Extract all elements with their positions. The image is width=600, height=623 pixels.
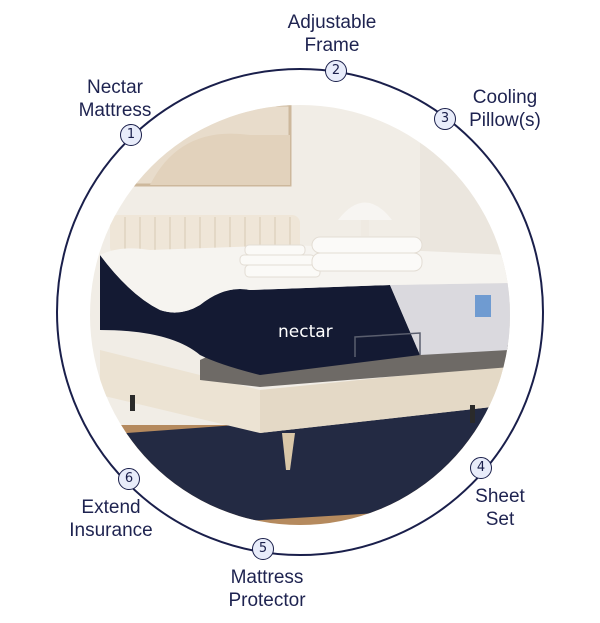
- item-6-label: Extend Insurance: [56, 496, 166, 542]
- item-2-label: Adjustable Frame: [272, 11, 392, 57]
- item-4-badge[interactable]: 4: [470, 457, 492, 479]
- brand-logo: nectar: [278, 322, 333, 342]
- item-1-label-line2: Mattress: [78, 100, 152, 121]
- item-4-label-line1: Sheet: [475, 486, 525, 507]
- item-3-label-line1: Cooling: [472, 87, 538, 108]
- item-5-label-line2: Protector: [228, 590, 306, 611]
- item-2-label-line2: Frame: [304, 35, 360, 56]
- item-6-label-line2: Insurance: [69, 520, 153, 541]
- item-3-label-line2: Pillow(s): [469, 110, 541, 131]
- item-1-label: Nectar Mattress: [58, 76, 172, 122]
- item-5-badge[interactable]: 5: [252, 538, 274, 560]
- item-6-label-line1: Extend: [81, 497, 141, 518]
- item-3-badge[interactable]: 3: [434, 108, 456, 130]
- item-5-label-line1: Mattress: [230, 567, 304, 588]
- item-4-label-line2: Set: [485, 509, 515, 530]
- item-6-badge[interactable]: 6: [118, 468, 140, 490]
- item-1-badge[interactable]: 1: [120, 124, 142, 146]
- item-5-label: Mattress Protector: [212, 566, 322, 612]
- item-2-label-line1: Adjustable: [287, 12, 377, 33]
- item-2-badge[interactable]: 2: [325, 60, 347, 82]
- item-4-label: Sheet Set: [465, 485, 535, 531]
- item-3-label: Cooling Pillow(s): [460, 86, 550, 132]
- item-1-label-line1: Nectar: [87, 77, 143, 98]
